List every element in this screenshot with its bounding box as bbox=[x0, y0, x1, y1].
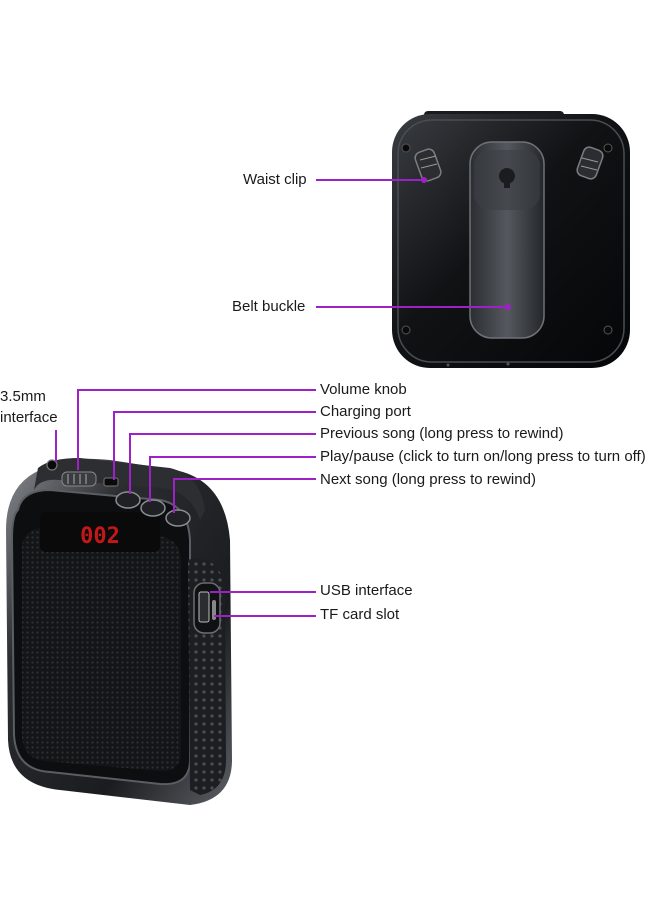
label-usb-interface: USB interface bbox=[320, 582, 413, 599]
label-belt-buckle: Belt buckle bbox=[232, 298, 306, 315]
belt-clip bbox=[469, 141, 545, 339]
label-tf-card-slot: TF card slot bbox=[320, 606, 400, 623]
label-previous-song: Previous song (long press to rewind) bbox=[320, 425, 564, 442]
label-volume-knob: Volume knob bbox=[320, 381, 407, 398]
label-charging-port: Charging port bbox=[320, 403, 411, 420]
waist-clip-hinge-left bbox=[414, 148, 442, 182]
led-display-readout: 002 bbox=[80, 524, 120, 549]
next-button-icon bbox=[165, 509, 191, 527]
label-play-pause: Play/pause (click to turn on/long press … bbox=[320, 448, 646, 465]
speaker-back-view bbox=[392, 111, 630, 368]
waist-clip-hinge-right bbox=[576, 146, 604, 180]
volume-knob-icon bbox=[61, 471, 97, 487]
label-next-song: Next song (long press to rewind) bbox=[320, 471, 536, 488]
label-3-5mm-interface: 3.5mm interface bbox=[0, 388, 58, 426]
speaker-front-view bbox=[6, 458, 232, 805]
play-pause-button-icon bbox=[140, 499, 166, 517]
previous-button-icon bbox=[115, 491, 141, 509]
callout-lines bbox=[55, 177, 511, 617]
label-waist-clip: Waist clip bbox=[243, 171, 307, 188]
audio-jack-icon bbox=[46, 459, 58, 471]
charging-port-icon bbox=[103, 477, 119, 487]
